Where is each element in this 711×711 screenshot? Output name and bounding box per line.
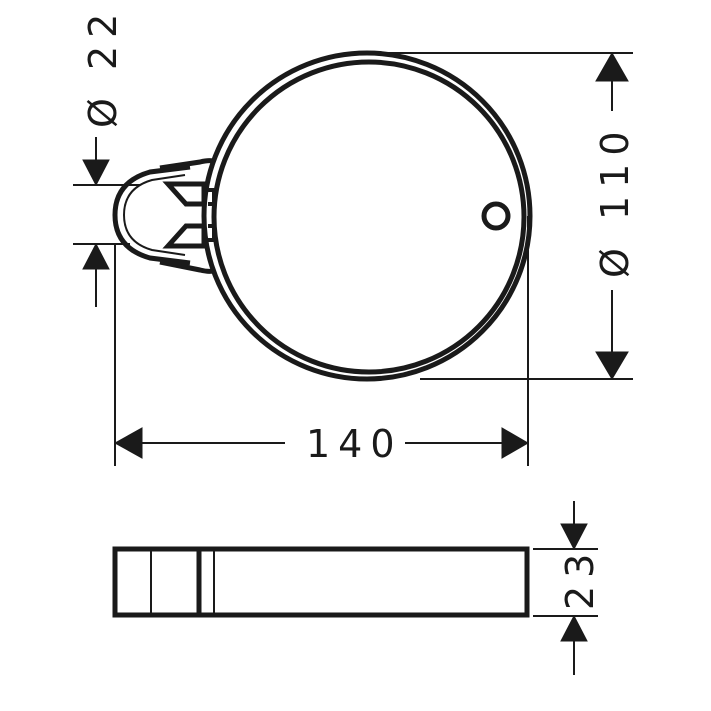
clamp-neck-top [159,158,214,171]
overall-length-label: 140 [306,422,403,466]
clamp-ring-inner [122,174,186,256]
arrow-up-icon [595,51,629,82]
arrow-left-icon [113,427,143,459]
dim-clamp-diameter [73,137,140,466]
clamp-tab-bottom [204,224,216,242]
arrow-down-icon [560,523,588,551]
side-body [112,546,530,618]
arrow-up-icon [82,242,110,270]
arrow-up-icon [560,614,588,642]
clamp-jaw-top [162,181,207,207]
plate-inner-ring [211,59,527,375]
dim-overall-length [113,427,530,459]
side-view [112,546,530,618]
arrow-down-icon [595,351,629,380]
arrow-right-icon [501,427,530,459]
clamp-tab-top [204,188,216,206]
plate-hole [481,201,511,231]
arrow-down-icon [82,159,110,187]
clamp-ring-outer [112,164,191,266]
clamp-jaw-bottom [162,223,207,249]
plate-outer-ring [201,50,533,382]
dim-height [533,501,598,675]
dim-plate-diameter [385,51,633,466]
clamp-neck-bottom [159,259,214,274]
height-label: 23 [558,546,602,610]
top-view [112,50,533,382]
plate-diameter-label: Ø 110 [593,123,637,278]
clamp-diameter-label: Ø 22 [81,6,125,128]
